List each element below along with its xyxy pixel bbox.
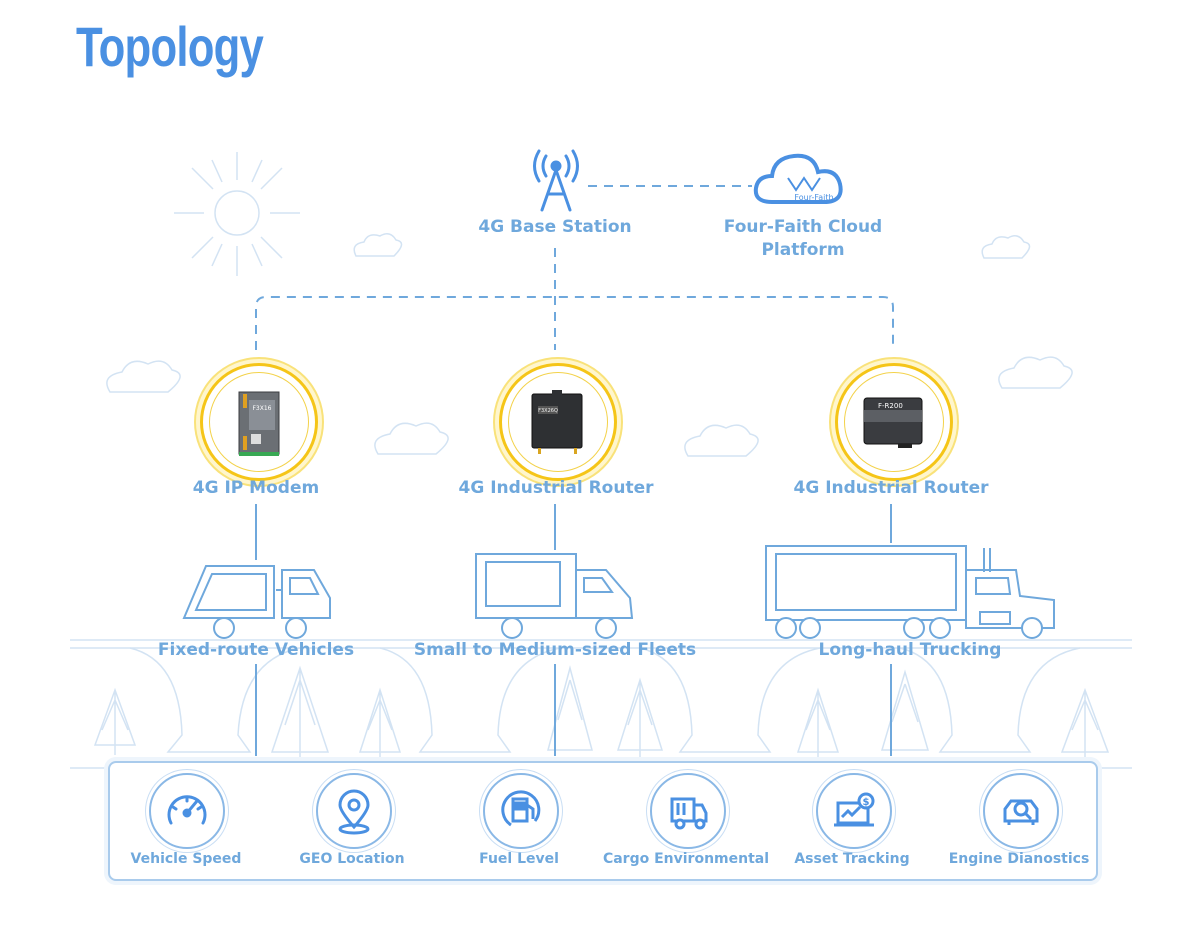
- cargo-truck-icon: [670, 797, 708, 830]
- fuel-level-badge: [483, 773, 559, 849]
- engine-diagnostics-badge: [983, 773, 1059, 849]
- cloud-platform-icon: Four-Faith: [753, 153, 843, 204]
- asset-tracking-badge: $: [816, 773, 892, 849]
- vehicle-speed-label: Vehicle Speed: [130, 851, 242, 867]
- vehicle-speed-badge: [149, 773, 225, 849]
- garbage-truck-icon: [182, 565, 331, 639]
- geo-location-badge: [316, 773, 392, 849]
- ip-modem-label: 4G IP Modem: [192, 478, 320, 498]
- asset-tracking-label: Asset Tracking: [794, 851, 910, 867]
- semi-truck-icon: [765, 545, 1055, 639]
- ip-modem-device: F3X16: [200, 363, 318, 481]
- features-panel: [108, 761, 1098, 881]
- svg-text:$: $: [863, 797, 870, 808]
- fixed-route-vehicles-label: Fixed-route Vehicles: [157, 640, 355, 660]
- engine-diagnostics-label: Engine Dianostics: [948, 851, 1090, 867]
- cloud-platform-label: Four-Faith Cloud Platform: [718, 216, 888, 262]
- router2-screen-text: F-R200: [878, 402, 903, 410]
- cloud-logo-text: Four-Faith: [794, 193, 833, 202]
- cloud-platform-label-line1: Four-Faith Cloud: [723, 217, 883, 237]
- router1-screen-text: F3X26Q: [538, 408, 558, 414]
- small-medium-fleets-label: Small to Medium-sized Fleets: [413, 640, 697, 660]
- car-search-icon: [1003, 799, 1039, 825]
- fuel-pump-icon: [501, 790, 541, 827]
- tree-sketch: [93, 665, 1110, 760]
- sun-icon: [174, 152, 300, 276]
- location-pin-icon: [338, 789, 370, 835]
- cell-tower-icon: [533, 149, 579, 212]
- industrial-router-device-1: F3X26Q: [499, 363, 617, 481]
- cargo-environmental-label: Cargo Environmental: [602, 851, 770, 867]
- industrial-router-image-1: F3X26Q: [531, 390, 583, 454]
- base-station-label: 4G Base Station: [478, 217, 632, 237]
- box-truck-icon: [475, 553, 634, 639]
- ip-modem-image: F3X16: [238, 391, 280, 456]
- long-haul-trucking-label: Long-haul Trucking: [818, 640, 1002, 660]
- ip-modem-screen-text: F3X16: [252, 405, 271, 412]
- device-bus-link: [255, 296, 894, 350]
- industrial-router-device-2: F-R200: [835, 363, 953, 481]
- laptop-dollar-icon: $: [834, 792, 875, 827]
- cloud-sketch: [106, 233, 1073, 457]
- industrial-router-label-2: 4G Industrial Router: [793, 478, 989, 498]
- cargo-environmental-badge: [650, 773, 726, 849]
- industrial-router-image-2: F-R200: [863, 397, 923, 448]
- fuel-level-label: Fuel Level: [479, 851, 559, 867]
- speedometer-icon: [167, 795, 207, 825]
- page-title: Topology: [76, 15, 264, 78]
- industrial-router-label-1: 4G Industrial Router: [458, 478, 654, 498]
- cloud-platform-label-line2: Platform: [761, 240, 845, 260]
- geo-location-label: GEO Location: [299, 851, 405, 867]
